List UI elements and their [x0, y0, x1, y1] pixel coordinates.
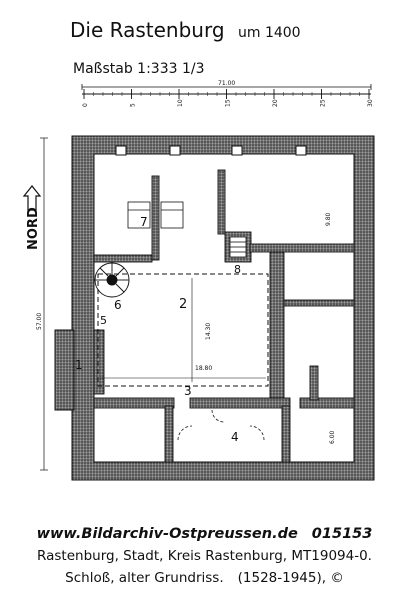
spiral-staircase [94, 262, 130, 298]
room-2-outline: 18.80 14.30 [97, 273, 269, 387]
room-number-8: 8 [234, 263, 241, 276]
plan-title-suffix: um 1400 [238, 25, 301, 41]
room-number-4: 4 [231, 430, 239, 444]
dim-se-room: 6.00 [329, 430, 336, 444]
dim-room2-width: 18.80 [195, 365, 212, 372]
ruler-ticks: 0 5 10 15 20 25 30 [82, 89, 374, 107]
scale-label: Maßstab 1:333 1/3 [73, 61, 205, 77]
stair-8 [229, 236, 247, 258]
scale-ruler: 71.00 0 5 10 15 20 25 30 [81, 80, 374, 107]
caption-source-line: www.Bildarchiv-Ostpreussen.de 015153 [0, 524, 409, 545]
room-4-doors [177, 409, 265, 441]
source-url[interactable]: www.Bildarchiv-Ostpreussen.de [36, 526, 298, 542]
room-number-1: 1 [75, 358, 83, 372]
room-number-2: 2 [179, 297, 187, 312]
room-number-3: 3 [184, 384, 192, 398]
room-number-7: 7 [140, 215, 148, 229]
caption-description-line: Schloß, alter Grundriss. (1528-1945), © [0, 568, 409, 589]
room-number-5: 5 [100, 314, 107, 327]
room-number-6: 6 [114, 298, 122, 312]
ruler-tick-label: 0 [82, 103, 89, 107]
ruler-tick-label: 15 [225, 99, 232, 107]
dim-ne-room: 9.80 [325, 212, 332, 226]
image-number: 015153 [311, 526, 373, 542]
plan-title: Die Rastenburg [70, 18, 225, 42]
ruler-tick-label: 10 [177, 99, 184, 107]
castle-floor-plan: Die Rastenburg um 1400 Maßstab 1:333 1/3… [22, 18, 375, 481]
ruler-total: 71.00 [218, 80, 235, 87]
north-label: NORD [26, 207, 41, 250]
left-dimension: 57.00 [36, 137, 48, 471]
dim-left-label: 57.00 [36, 313, 43, 330]
caption-years: (1528-1945), © [237, 570, 344, 586]
inner-walls [93, 169, 355, 463]
caption-description: Schloß, alter Grundriss. [65, 570, 224, 586]
north-arrow: NORD [22, 185, 42, 250]
ruler-tick-label: 20 [272, 99, 279, 107]
dim-room2-height: 14.30 [205, 323, 212, 340]
ruler-tick-label: 30 [367, 99, 374, 107]
room-7-stair [127, 201, 184, 229]
ruler-tick-label: 25 [320, 99, 327, 107]
ruler-tick-label: 5 [130, 103, 137, 107]
outer-walls [54, 135, 375, 481]
caption-location-line: Rastenburg, Stadt, Kreis Rastenburg, MT1… [37, 548, 372, 564]
